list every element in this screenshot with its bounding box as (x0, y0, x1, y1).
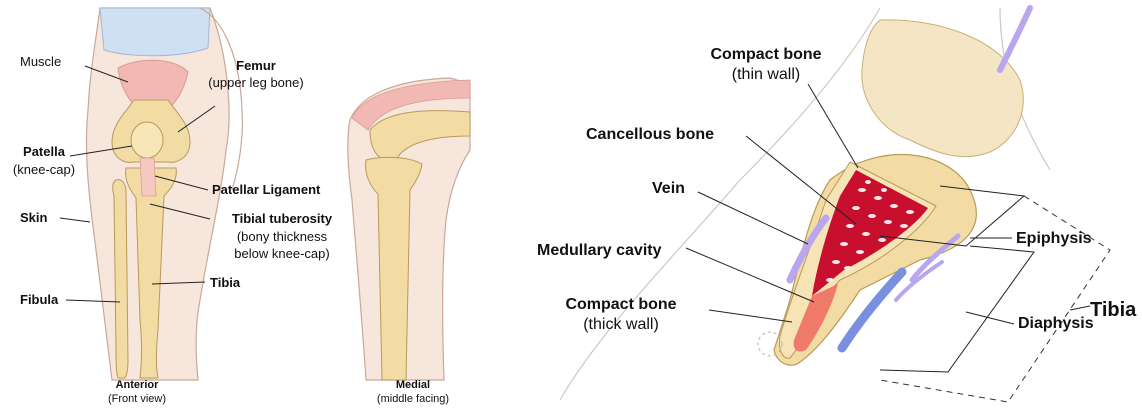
tibia-cross-section-illustration (560, 8, 1110, 402)
label-skin: Skin (20, 210, 48, 225)
label-compact-bone-bottom-sub: (thick wall) (583, 316, 659, 333)
caption-medial: Medial (396, 379, 430, 391)
label-patellar-ligament: Patellar Ligament (212, 182, 321, 197)
caption-anterior-sub: (Front view) (108, 393, 166, 405)
label-epiphysis: Epiphysis (1016, 230, 1092, 247)
clothing-hint (100, 8, 210, 56)
label-vein: Vein (652, 180, 685, 197)
patellar-ligament-shape (140, 158, 156, 196)
label-cancellous-bone: Cancellous bone (586, 126, 714, 143)
label-femur: Femur (236, 58, 276, 73)
label-compact-bone-top-sub: (thin wall) (732, 66, 800, 83)
label-compact-bone-top: Compact bone (710, 46, 821, 63)
label-fibula: Fibula (20, 292, 59, 307)
patella-bone (131, 122, 163, 158)
leader-compact-top (808, 84, 858, 168)
background-knee-bones (862, 20, 1023, 157)
leader-vein (698, 192, 808, 244)
label-compact-bone-bottom: Compact bone (565, 296, 676, 313)
leader-skin (60, 218, 90, 222)
medial-leg-illustration: Medial (middle facing) (348, 78, 470, 405)
label-muscle: Muscle (20, 54, 61, 69)
label-patella: Patella (23, 144, 66, 159)
leader-tibia (1070, 306, 1090, 310)
label-patella-sub: (knee-cap) (13, 162, 75, 177)
label-femur-sub: (upper leg bone) (208, 75, 303, 90)
caption-medial-sub: (middle facing) (377, 393, 449, 405)
label-tibia-anterior: Tibia (210, 275, 241, 290)
label-tuberosity-sub2: below knee-cap) (234, 246, 329, 261)
caption-anterior: Anterior (116, 379, 160, 391)
label-tibial-tuberosity: Tibial tuberosity (232, 211, 333, 226)
label-tuberosity-sub1: (bony thickness (237, 229, 328, 244)
label-tibia-cross-section: Tibia (1090, 299, 1137, 321)
label-diaphysis: Diaphysis (1018, 315, 1094, 332)
leader-compact-bottom (709, 310, 792, 322)
vessel-top (1000, 8, 1030, 70)
label-medullary-cavity: Medullary cavity (537, 242, 662, 259)
